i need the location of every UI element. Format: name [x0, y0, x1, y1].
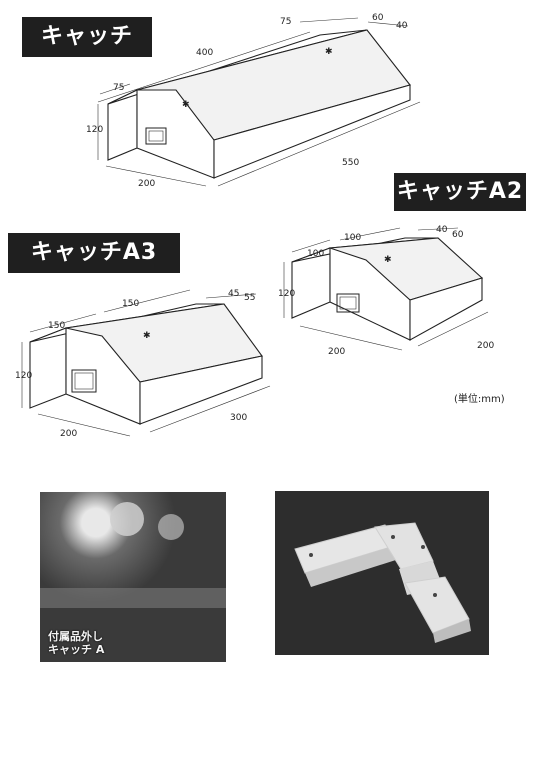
dim-45: 45: [228, 289, 239, 299]
drawing-catch-a3: ✱ 150 150 45 55 120 200 300: [15, 289, 271, 439]
dim-100-left: 100: [307, 249, 324, 259]
unit-note: (単位:mm): [454, 394, 505, 405]
dim-120: 120: [15, 371, 32, 381]
photo-catch-blocks: [275, 491, 489, 655]
dim-55: 55: [244, 293, 255, 303]
dim-75-top: 75: [280, 17, 291, 27]
dim-60: 60: [452, 230, 464, 240]
label-catch: キャッチ: [22, 17, 152, 57]
dim-200: 200: [60, 429, 77, 439]
label-catch-a3: キャッチA3: [8, 233, 180, 273]
drawing-catch: ✱ ✱ 400 75 60 40 75 120 200 550: [86, 13, 421, 189]
screw-icon: ✱: [143, 331, 151, 341]
lamp-shape: [158, 514, 184, 540]
dim-150-left: 150: [48, 321, 65, 331]
dim-120: 120: [86, 125, 103, 135]
screw-icon: ✱: [384, 255, 392, 265]
dim-40: 40: [396, 21, 408, 31]
dim-200: 200: [138, 179, 155, 189]
screw-icon: ✱: [325, 47, 333, 57]
photo-caption-line1: 付属品外し: [48, 630, 103, 643]
photo-caption-line2: キャッチ A: [48, 643, 105, 656]
drawing-catch-a2: ✱ 100 100 40 60 120 200 200: [278, 225, 494, 357]
label-catch-a2: キャッチA2: [394, 173, 526, 211]
technical-drawings: ✱ ✱ 400 75 60 40 75 120 200 550 ✱ 100: [15, 13, 494, 439]
dim-120: 120: [278, 289, 295, 299]
dim-550: 550: [342, 158, 359, 168]
dim-200-front: 200: [328, 347, 345, 357]
dim-75-left: 75: [113, 83, 124, 93]
dim-300: 300: [230, 413, 247, 423]
band-shape: [40, 588, 226, 608]
dim-60: 60: [372, 13, 384, 23]
lamp-shape: [110, 502, 144, 536]
dim-150-right: 150: [122, 299, 139, 309]
dim-40: 40: [436, 225, 448, 235]
screw-icon: ✱: [182, 100, 190, 110]
photo-product-accessory: 付属品外し キャッチ A: [40, 492, 226, 662]
dim-400: 400: [196, 48, 213, 58]
blocks-illustration: [294, 522, 471, 643]
dim-100-right: 100: [344, 233, 361, 243]
photo-caption: 付属品外し キャッチ A: [48, 630, 104, 656]
dim-200-side: 200: [477, 341, 494, 351]
